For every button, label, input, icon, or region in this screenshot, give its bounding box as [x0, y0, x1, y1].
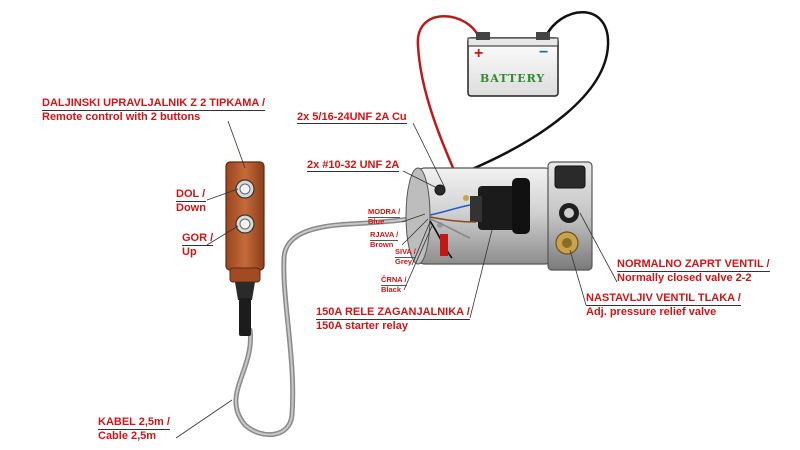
grey-wire-label: SIVA / Grey: [395, 247, 416, 266]
relief-valve-label: NASTAVLJIV VENTIL TLAKA / Adj. pressure …: [586, 292, 741, 318]
pump-unit: [405, 161, 593, 271]
blue-wire-label: MODRA / Blue: [368, 207, 401, 226]
cable-label: KABEL 2,5m / Cable 2,5m: [98, 416, 170, 442]
down-button-label: DOL / Down: [176, 188, 206, 214]
large-bolt-label: 2x 5/16-24UNF 2A Cu: [297, 111, 407, 124]
up-button-label: GOR / Up: [182, 232, 214, 258]
remote-control-label: DALJINSKI UPRAVLJALNIK Z 2 TIPKAMA / Rem…: [42, 97, 266, 123]
starter-relay-label: 150A RELE ZAGANJALNIKA / 150A starter re…: [316, 306, 470, 332]
battery-minus-sign: −: [539, 44, 549, 61]
small-bolt-label: 2x #10-32 UNF 2A: [307, 159, 400, 172]
battery-plus-sign: +: [474, 45, 484, 62]
battery-label: BATTERY: [480, 72, 546, 85]
battery-positive-wire: [416, 15, 482, 196]
black-wire-label: ČRNA / Black: [381, 275, 407, 294]
brown-wire-label: RJAVA / Brown: [370, 230, 399, 249]
battery: [467, 32, 559, 97]
closed-valve-label: NORMALNO ZAPRT VENTIL / Normally closed …: [617, 258, 770, 284]
remote-control: [225, 161, 265, 336]
